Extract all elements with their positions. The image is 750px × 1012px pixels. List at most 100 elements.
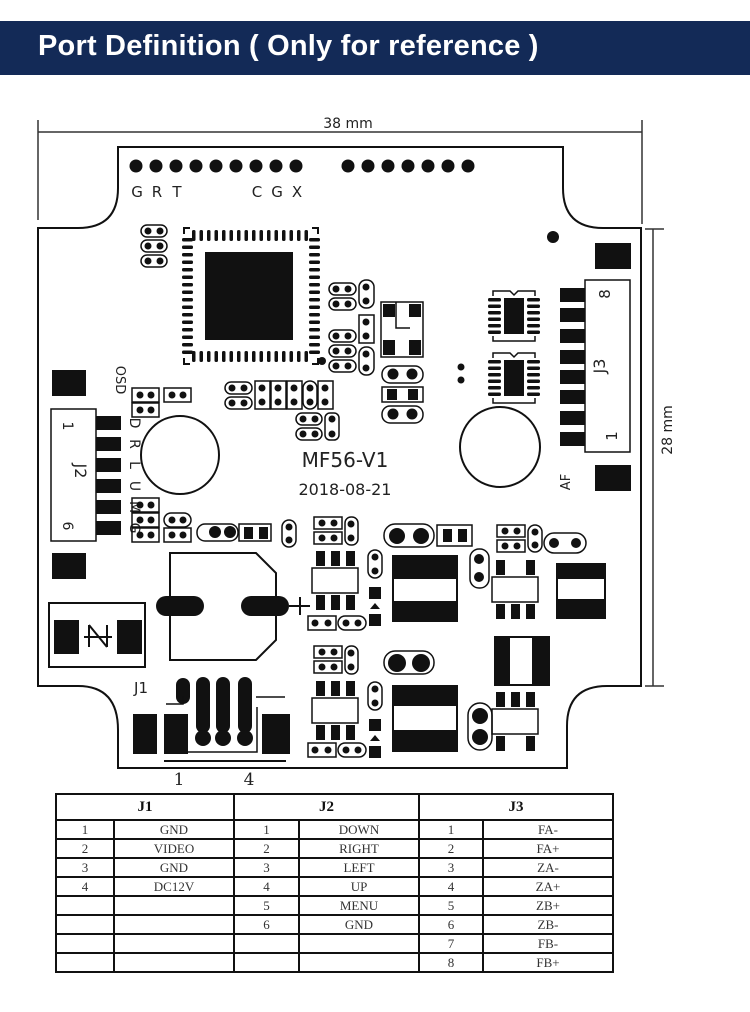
top-header-labels: G R T C G X [131,183,302,201]
j2-pin-empty [233,933,300,954]
soic-pin [527,330,540,334]
soic-pin [527,317,540,321]
chip-pin [214,351,218,362]
sot-pin [331,725,340,740]
j1-signal-empty [113,952,235,973]
chip-pin [274,351,278,362]
sot-pin [511,604,520,619]
j3-connector [560,243,631,491]
soic-pin [527,360,540,364]
header-banner: Port Definition ( Only for reference ) [0,21,750,75]
j3-pin1-label: 1 [603,431,621,441]
j2-signal: LEFT [298,857,420,878]
soic-pin [488,373,501,377]
j3-pin: 6 [418,914,484,935]
j2-side-l: L [126,461,142,469]
chip-pin [297,230,301,241]
board-model-label: MF56-V1 [302,448,389,472]
sot-pin [346,725,355,740]
header-label-x: X [292,183,302,201]
table-header-j3: J3 [418,793,614,821]
chip-pin [222,230,226,241]
board-date-label: 2018-08-21 [299,480,392,499]
sot-pin [316,725,325,740]
chip-pin [289,230,293,241]
chip-pin [309,275,320,279]
sot-transistors [311,551,539,751]
chip-pin [309,260,320,264]
board-outline [37,146,642,769]
chip-pin [259,230,263,241]
chip-pin [182,313,193,317]
header-label-c: C [252,183,262,201]
j2-pin: 3 [233,857,300,878]
chip-pin [182,335,193,339]
j1-signal-empty [113,914,235,935]
chip-pin [182,305,193,309]
j3-signal: FB+ [482,952,614,973]
j3-pin: 4 [418,876,484,897]
chip-pin [222,351,226,362]
chip-pin [309,305,320,309]
table-row: 5 MENU 5 ZB+ [55,895,614,916]
soic-outline [492,290,536,342]
table-row: 2 VIDEO 2 RIGHT 2 FA+ [55,838,614,859]
chip-pin [297,351,301,362]
center-pad-array [224,279,424,441]
chip-pin [182,298,193,302]
width-dimension [37,120,643,224]
sot-pin [331,595,340,610]
soic-pin [488,392,501,396]
sot-pin [316,551,325,566]
j1-signal: DC12V [113,876,235,897]
height-dimension [645,228,664,687]
sot-pin [496,560,505,575]
header-label-t: T [171,183,182,201]
j2-pin: 5 [233,895,300,916]
chip-pin [267,351,271,362]
sot-pin [511,692,520,707]
j3-signal: FB- [482,933,614,954]
j3-signal: ZB- [482,914,614,935]
chip-pin [309,343,320,347]
j1-signal-empty [113,933,235,954]
j1-pin-empty [55,895,115,916]
chip-pin [182,320,193,324]
j2-side-u: U [126,481,142,491]
chip-pin [182,260,193,264]
soic-pin [488,298,501,302]
table-row: 8 FB+ [55,952,614,973]
sot-pin [346,551,355,566]
j1-signal: VIDEO [113,838,235,859]
inductors [392,555,606,752]
sot-body [491,576,539,603]
chip-pin [244,351,248,362]
sot-pin [346,595,355,610]
j3-signal: FA+ [482,838,614,859]
j1-pin-empty [55,914,115,935]
chip-pin [282,230,286,241]
j2-label: J2 [71,463,90,479]
chip-pin [309,350,320,354]
chip-pin [192,351,196,362]
sot-pin [316,595,325,610]
j3-pin: 3 [418,857,484,878]
chip-pin [309,328,320,332]
soic-pin [527,386,540,390]
sot-pin [331,551,340,566]
j1-signal: GND [113,857,235,878]
chip-pin [214,230,218,241]
chip-pin [282,351,286,362]
soic-pin [488,324,501,328]
chip-pin [289,351,293,362]
j3-signal: ZA+ [482,876,614,897]
j2-side-labels: D R L U M G [126,418,142,534]
j1-pin: 1 [55,819,115,840]
j3-pin: 2 [418,838,484,859]
j2-pin6-label: 6 [59,522,75,531]
chip-pin [304,230,308,241]
jumper-pads-left [140,224,168,268]
j3-pin: 8 [418,952,484,973]
ports-table: J1 J2 J3 1 GND 1 DOWN 1 FA- 2 VIDEO 2 RI… [55,793,614,973]
chip-pin [309,320,320,324]
